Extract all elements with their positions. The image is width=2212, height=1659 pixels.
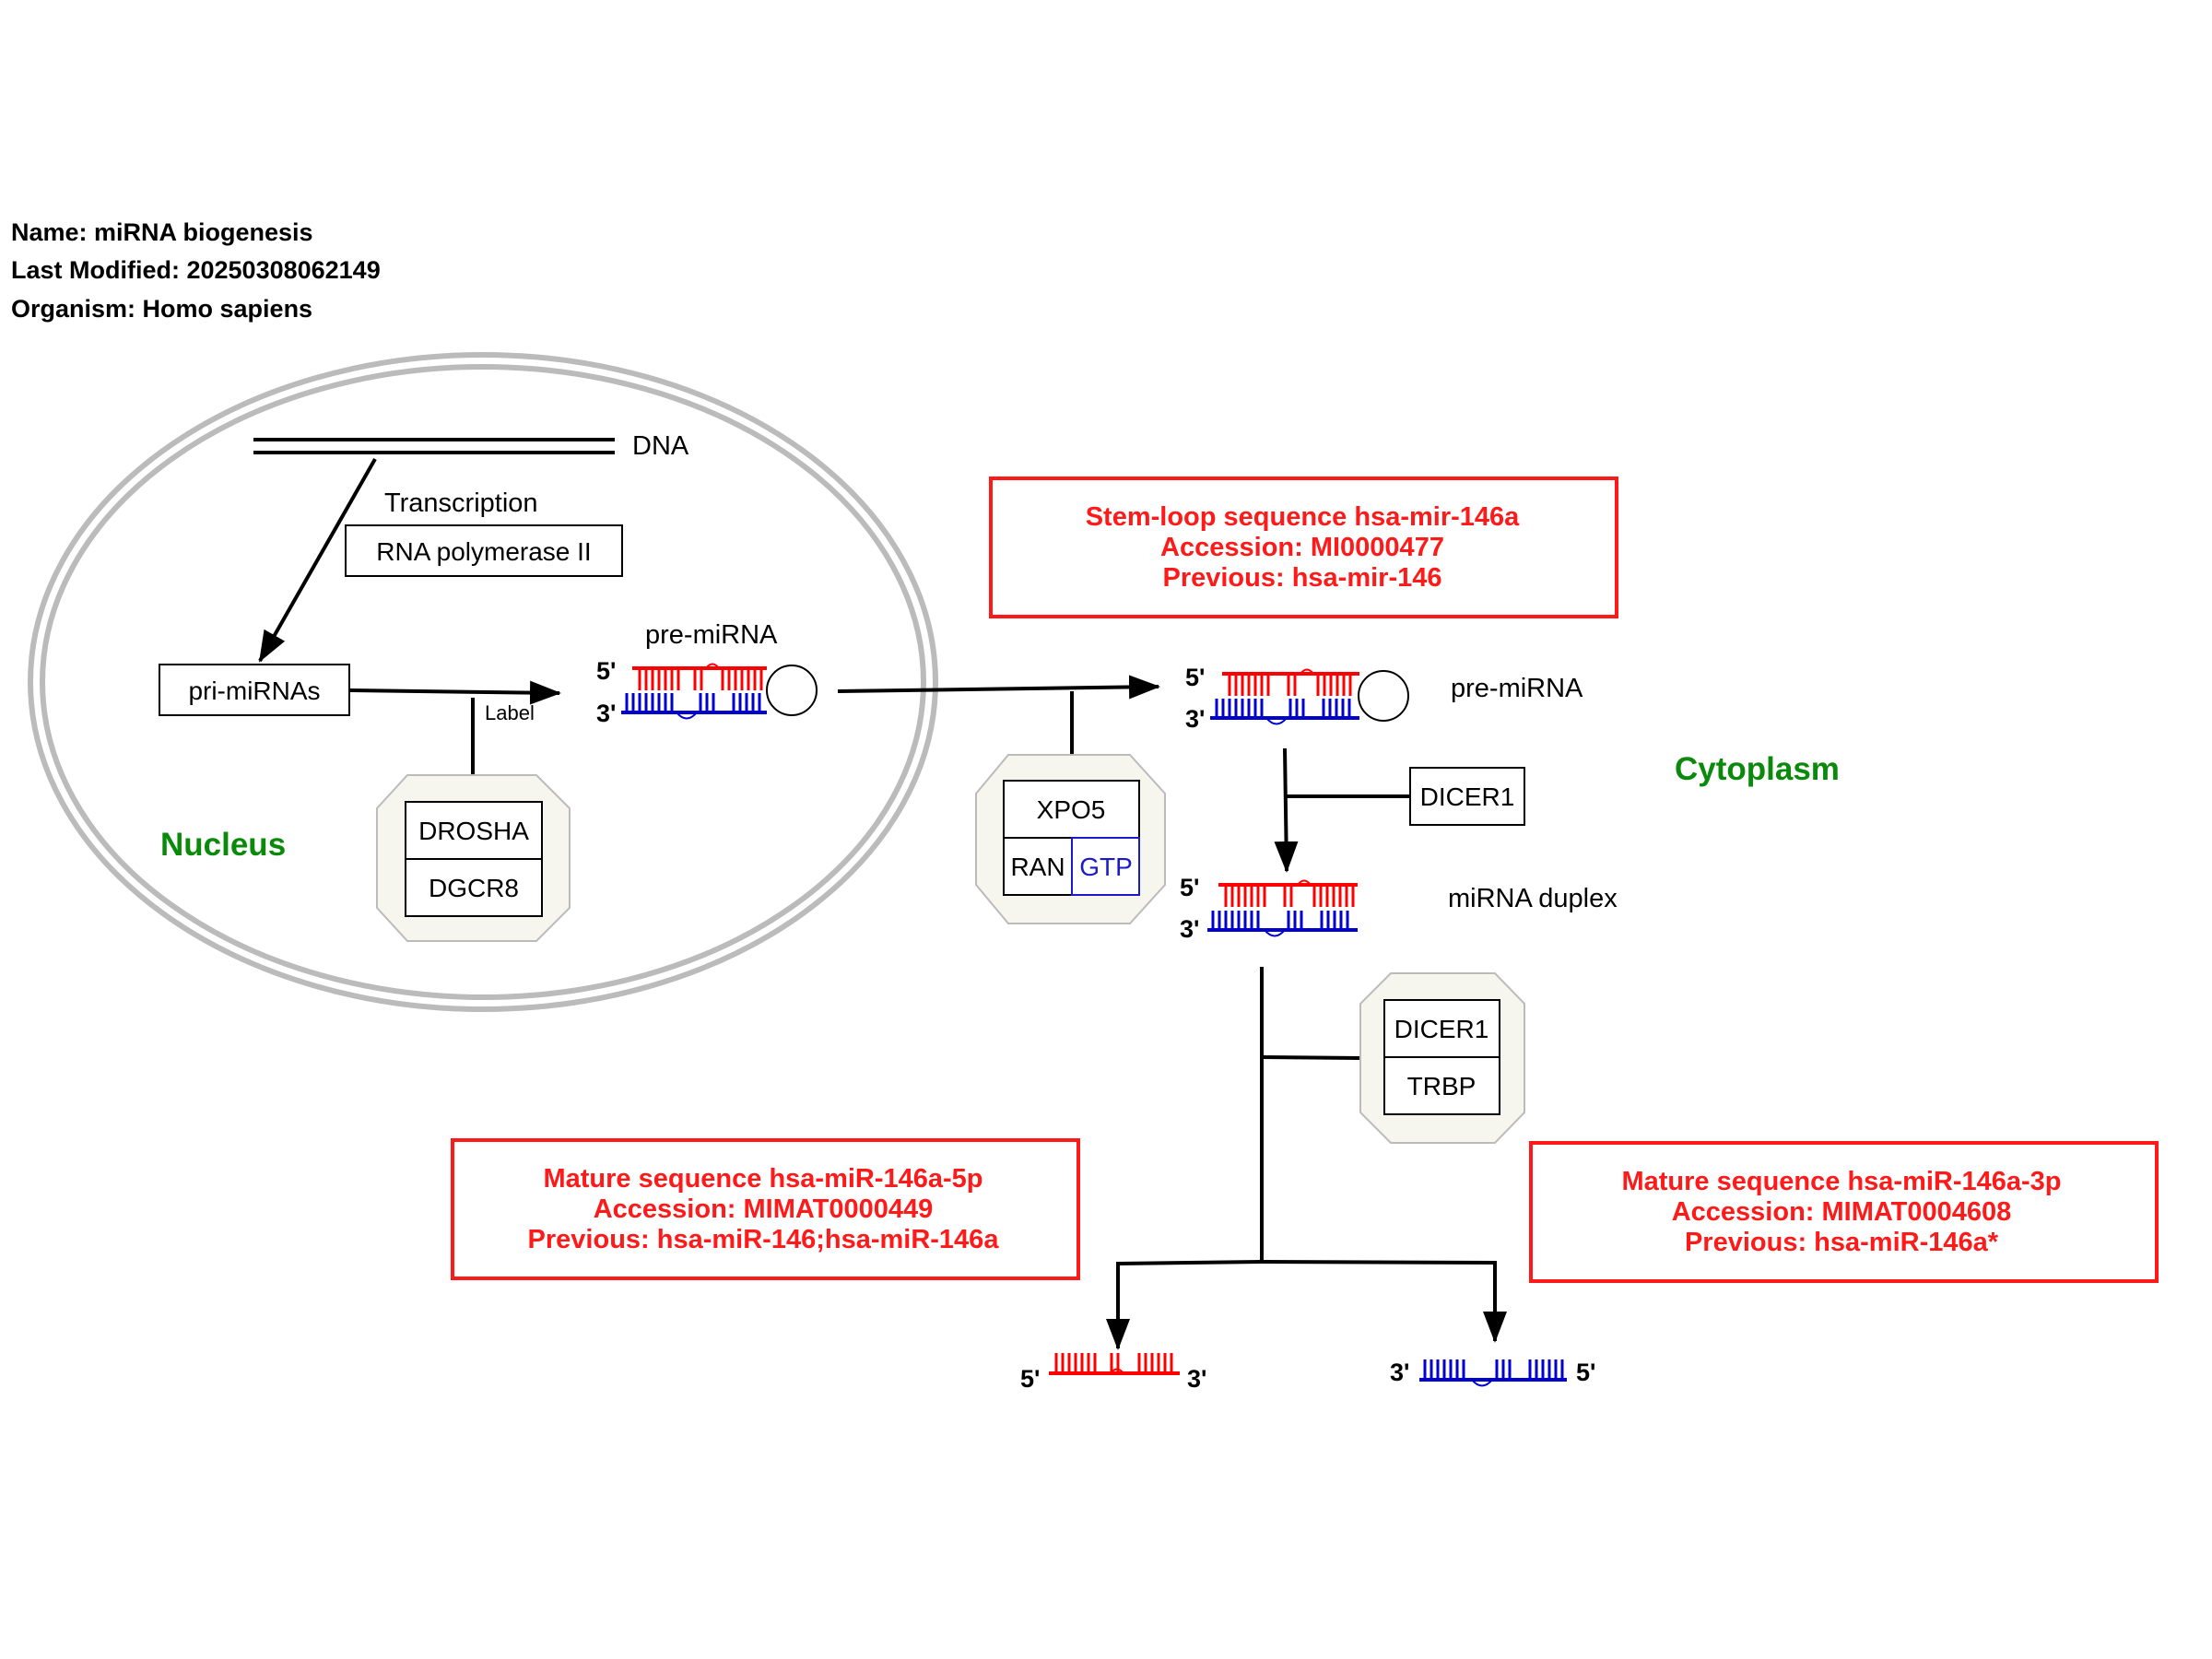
pre-mirna-nucleus-label: pre-miRNA — [645, 620, 778, 650]
hairpin2-red-bases — [1228, 674, 1352, 696]
hairpin1-blue-bases — [625, 693, 761, 712]
organism: Organism: Homo sapiens — [11, 295, 312, 323]
hairpin2-loop — [1358, 670, 1409, 722]
mature-5p-info-box: Mature sequence hsa-miR-146a-5p Accessio… — [451, 1138, 1080, 1280]
dicer1-trbp-complex: DICER1 TRBP — [1359, 972, 1525, 1144]
duplex-blue-bases — [1211, 911, 1349, 930]
ran-box — [1003, 837, 1073, 896]
drosha-dgcr8-complex: DROSHA DGCR8 — [376, 774, 571, 942]
hairpin1-red-bulge — [705, 663, 720, 669]
processing-arrow — [349, 680, 561, 705]
export-arrow — [837, 675, 1160, 700]
mirna-duplex: 5' 3' — [1180, 874, 1358, 943]
hairpin2-blue-bases — [1215, 699, 1351, 718]
gtp-label: GTP — [1079, 853, 1133, 881]
mature3-bulge — [1471, 1379, 1493, 1387]
hairpin1-5prime: 5' — [596, 657, 616, 685]
duplex-3prime: 3' — [1180, 915, 1199, 943]
gtp-box — [1071, 837, 1140, 896]
ran-label: RAN — [1010, 853, 1065, 881]
mature-5p-accession: Accession: MIMAT0000449 — [594, 1194, 934, 1224]
mature-3p-strand: 3' 5' — [1390, 1359, 1595, 1387]
stem-loop-previous: Previous: hsa-mir-146 — [1162, 563, 1441, 593]
duplex-5prime: 5' — [1180, 874, 1199, 901]
mature5-3prime: 3' — [1187, 1365, 1206, 1393]
mature5-5prime: 5' — [1020, 1365, 1040, 1393]
hairpin1-3prime: 3' — [596, 700, 616, 727]
dicer1-trbp-catalysis-line — [1261, 1055, 1361, 1060]
stem-loop-info-box: Stem-loop sequence hsa-mir-146a Accessio… — [989, 477, 1618, 618]
stem-loop-title: Stem-loop sequence hsa-mir-146a — [1086, 502, 1520, 532]
xpo5-ran-gtp-complex: XPO5 RAN GTP — [975, 754, 1166, 924]
last-modified: Last Modified: 20250308062149 — [11, 256, 381, 284]
mature-3p-title: Mature sequence hsa-miR-146a-3p — [1621, 1167, 2061, 1196]
pre-mirna-nucleus-hairpin: 5' 3' — [596, 657, 818, 727]
mirna-duplex-label: miRNA duplex — [1448, 884, 1618, 913]
strand-separation-edges — [1106, 967, 1507, 1350]
transcription-label: Transcription — [384, 488, 538, 518]
pri-mirnas-box — [159, 664, 350, 716]
duplex-red-bulge — [1297, 879, 1312, 886]
trbp-box — [1383, 1056, 1500, 1115]
mature3-3prime: 3' — [1390, 1359, 1409, 1386]
mature-5p-title: Mature sequence hsa-miR-146a-5p — [543, 1164, 982, 1194]
cytoplasm-label: Cytoplasm — [1675, 751, 1840, 787]
dicer1-label: DICER1 — [1420, 782, 1515, 811]
dicer-processing-arrow — [1274, 747, 1299, 873]
transcription-arrow — [258, 458, 377, 663]
mature-5p-previous: Previous: hsa-miR-146;hsa-miR-146a — [528, 1225, 1000, 1254]
xpo5-box — [1003, 780, 1140, 839]
drosha-box — [405, 801, 543, 860]
trbp-label: TRBP — [1407, 1072, 1477, 1100]
drosha-label: DROSHA — [418, 817, 529, 845]
hairpin2-blue-bulge — [1265, 717, 1288, 725]
pre-mirna-cytoplasm-hairpin: 5' 3' — [1185, 664, 1409, 733]
dna-double-line — [253, 438, 615, 454]
dicer1-complex-label: DICER1 — [1394, 1015, 1489, 1043]
pri-mirnas-label: pri-miRNAs — [188, 677, 320, 705]
dna-label: DNA — [632, 431, 689, 461]
hairpin2-5prime: 5' — [1185, 664, 1205, 691]
pre-mirna-cytoplasm-label: pre-miRNA — [1451, 674, 1583, 703]
nucleus-compartment — [28, 352, 938, 1012]
hairpin2-3prime: 3' — [1185, 705, 1205, 733]
edge-label: Label — [485, 701, 535, 724]
mature-3p-accession: Accession: MIMAT0004608 — [1672, 1197, 2012, 1227]
mature-3p-previous: Previous: hsa-miR-146a* — [1685, 1228, 1999, 1257]
dgcr8-label: DGCR8 — [429, 874, 519, 902]
mature5-bulge — [1110, 1368, 1124, 1374]
rna-polymerase-ii-box — [345, 524, 623, 577]
dgcr8-box — [405, 858, 543, 917]
pathway-name: Name: miRNA biogenesis — [11, 218, 313, 246]
mature3-bases — [1423, 1359, 1564, 1380]
duplex-blue-bulge — [1264, 929, 1286, 937]
mature-5p-strand: 5' 3' — [1020, 1353, 1206, 1393]
dicer1-box — [1409, 767, 1525, 826]
mature3-5prime: 5' — [1576, 1359, 1595, 1386]
hairpin2-red-bulge — [1300, 668, 1314, 675]
hairpin1-red-bases — [638, 668, 763, 690]
stem-loop-accession: Accession: MI0000477 — [1160, 533, 1444, 562]
mature-3p-info-box: Mature sequence hsa-miR-146a-3p Accessio… — [1529, 1141, 2159, 1283]
nucleus-label: Nucleus — [160, 827, 286, 863]
rna-polymerase-ii-label: RNA polymerase II — [376, 537, 591, 566]
duplex-red-bases — [1224, 885, 1355, 907]
hairpin1-loop — [766, 665, 818, 716]
xpo5-label: XPO5 — [1037, 795, 1106, 824]
hairpin1-blue-bulge — [676, 712, 698, 720]
